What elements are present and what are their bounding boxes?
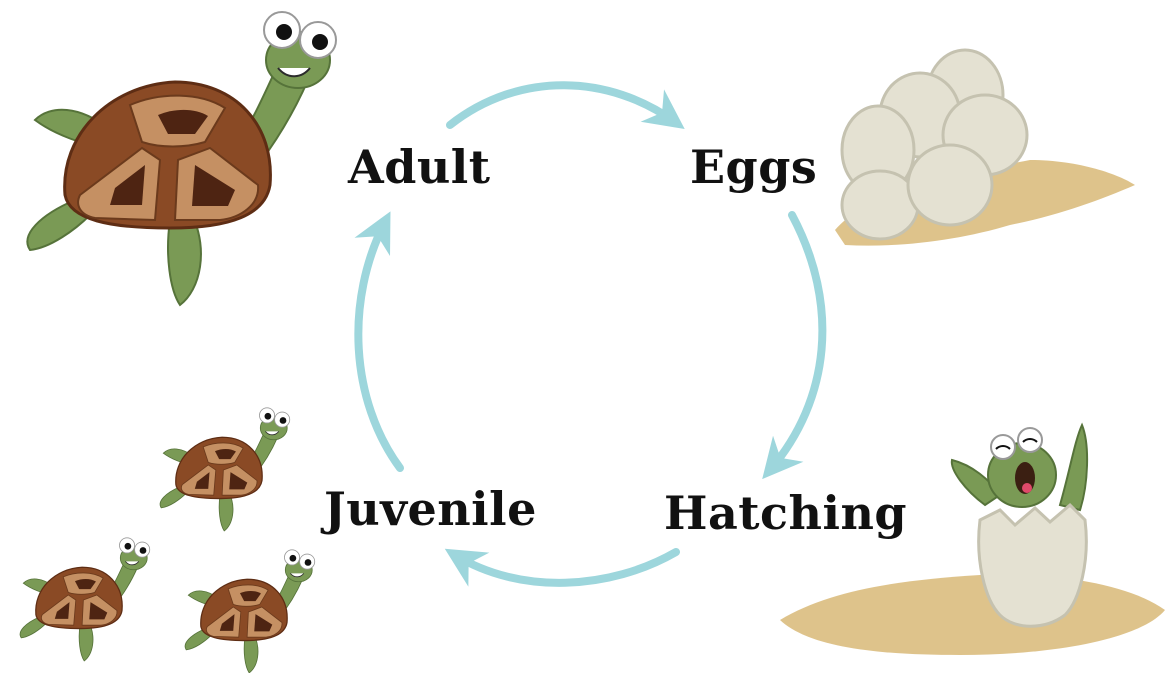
juvenile-turtle-right — [185, 550, 315, 673]
arrow-eggs-to-hatching — [770, 215, 822, 470]
juvenile-turtle-left — [20, 538, 150, 661]
juvenile-turtle-top — [160, 408, 290, 531]
juvenile-turtles-icon — [20, 408, 315, 673]
arrow-juvenile-to-adult — [358, 222, 400, 468]
arrow-hatching-to-juvenile — [455, 552, 676, 583]
stage-label-adult: Adult — [348, 144, 491, 190]
hatchling-in-egg-icon — [780, 425, 1165, 655]
adult-turtle-icon — [27, 12, 336, 305]
stage-label-juvenile: Juvenile — [324, 486, 537, 532]
stage-label-eggs: Eggs — [690, 144, 817, 190]
stage-label-hatching: Hatching — [664, 490, 907, 536]
arrow-adult-to-eggs — [450, 85, 675, 125]
egg-clutch-icon — [835, 50, 1135, 246]
